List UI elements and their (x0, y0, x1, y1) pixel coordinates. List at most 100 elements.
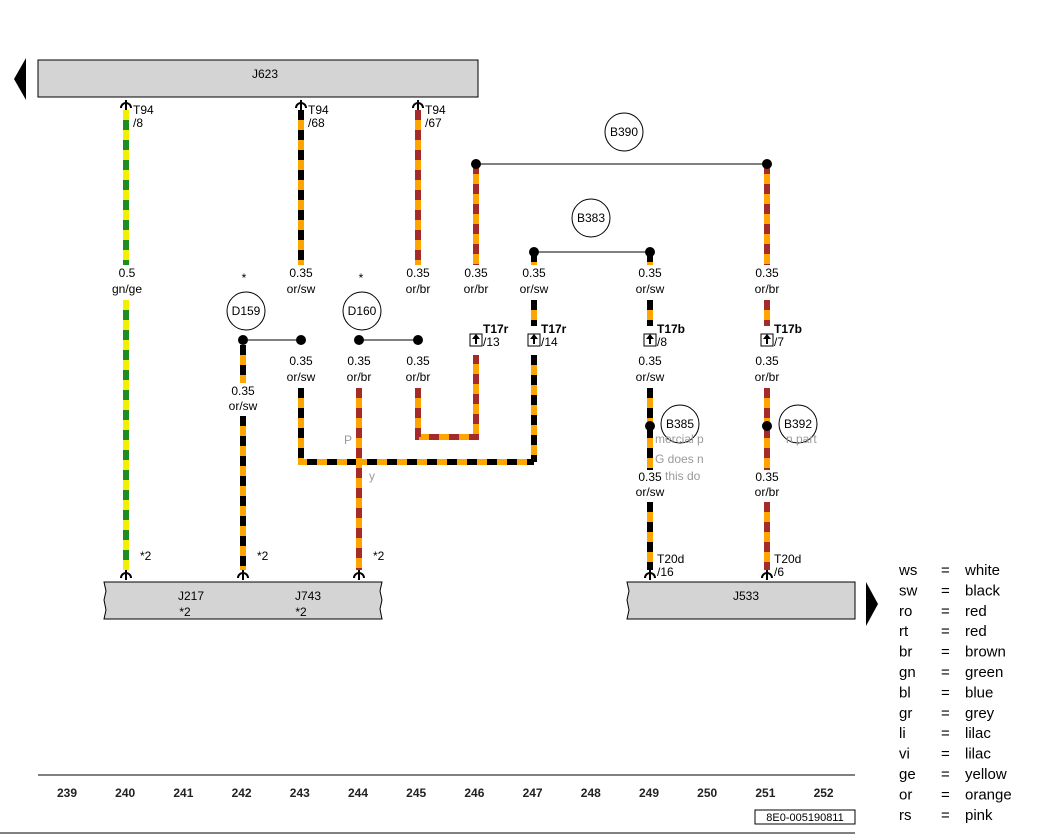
wire-246-pin: /13 (483, 335, 500, 349)
wire-246-color: or/br (464, 282, 489, 296)
splice-d159-label: D159 (232, 304, 261, 318)
wire-246-conn: T17r (483, 322, 509, 336)
wire-249-pin: /8 (657, 335, 667, 349)
node-b383-left (529, 247, 539, 257)
wire-245-size2: 0.35 (406, 354, 430, 368)
legend-color-name: grey (965, 705, 995, 722)
node-d159-right (296, 335, 306, 345)
watermark-text: this do (665, 469, 701, 483)
module-j533-label: J533 (733, 589, 759, 603)
legend-color-name: black (965, 582, 1001, 599)
doc-reference: 8E0-005190811 (754, 809, 856, 825)
inline-connector-icon (527, 333, 541, 347)
splice-b390-label: B390 (610, 125, 638, 139)
wire-249-size3: 0.35 (638, 470, 662, 484)
legend-color-name: lilac (965, 725, 991, 742)
wire-246-size: 0.35 (464, 266, 488, 280)
wire-245-color2: or/br (406, 370, 431, 384)
splice-b385-label: B385 (666, 417, 694, 431)
legend-equals: = (941, 562, 950, 579)
legend-color-name: blue (965, 684, 993, 701)
wire-245-conn: T94 (425, 103, 446, 117)
bus-lines (243, 163, 767, 341)
legend-code: ws (898, 562, 917, 579)
legend-code: bl (899, 684, 911, 701)
watermark-text: G does n (655, 452, 704, 466)
legend-equals: = (941, 644, 950, 661)
splice-d160-star: * (359, 271, 364, 285)
legend-equals: = (941, 786, 950, 803)
wire-240-size: 0.5 (119, 266, 136, 280)
splice-b383[interactable]: B383 (571, 198, 611, 238)
wire-251-size3: 0.35 (755, 470, 779, 484)
column-number: 239 (57, 786, 77, 800)
splice-b390[interactable]: B390 (604, 112, 644, 152)
legend-code: br (899, 644, 912, 661)
legend-code: ge (899, 766, 916, 783)
wire-251-color: or/br (755, 282, 780, 296)
splice-b383-label: B383 (577, 211, 605, 225)
legend-color-name: green (965, 664, 1003, 681)
wire-244-size: 0.35 (347, 354, 371, 368)
wire-244-color: or/br (347, 370, 372, 384)
module-j533: J533 (626, 581, 856, 620)
watermark-text: y (369, 469, 375, 483)
splice-b392[interactable]: B392 (778, 404, 818, 444)
legend-code: or (899, 786, 912, 803)
column-number: 240 (115, 786, 135, 800)
splice-b385[interactable]: B385 (660, 404, 700, 444)
wire-labels: T94 /8 0.5 gn/ge *2 T94 /68 0.35 or/sw 0… (112, 103, 802, 579)
pin-icon (644, 570, 656, 580)
wire-251-color2: or/br (755, 370, 780, 384)
legend-color-name: orange (965, 786, 1012, 803)
legend-equals: = (941, 603, 950, 620)
pin-icon (237, 570, 249, 580)
watermark: P y mercial p n part G does n this do (344, 432, 817, 483)
splice-d160[interactable]: D160 * (342, 271, 382, 331)
column-number: 247 (523, 786, 543, 800)
doc-reference-text: 8E0-005190811 (766, 812, 843, 824)
legend-color-name: red (965, 603, 987, 620)
watermark-text: P (344, 433, 352, 447)
pin-icon (120, 100, 132, 110)
pin-icon (295, 100, 307, 110)
wire-244-note: *2 (373, 549, 385, 563)
wire-249-size2: 0.35 (638, 354, 662, 368)
wire-249-conn2: T20d (657, 552, 684, 566)
continue-left-arrow[interactable] (14, 58, 26, 100)
column-number: 249 (639, 786, 659, 800)
wire-245-bottom[interactable] (415, 355, 479, 440)
legend-color-name: white (964, 562, 1000, 579)
module-j623: J623 (37, 59, 479, 98)
wire-240-conn: T94 (133, 103, 154, 117)
inline-connectors (469, 333, 774, 347)
wire-242-size: 0.35 (231, 384, 255, 398)
legend-equals: = (941, 746, 950, 763)
wire-247-pin: /14 (541, 335, 558, 349)
module-j743-label: J743 (295, 589, 321, 603)
node-d160-right (413, 335, 423, 345)
wire-249-color: or/sw (636, 282, 665, 296)
legend-equals: = (941, 705, 950, 722)
column-number: 252 (814, 786, 834, 800)
node-d159-left (238, 335, 248, 345)
splice-d159[interactable]: D159 * (226, 271, 266, 331)
column-number: 242 (232, 786, 252, 800)
continue-right-arrow[interactable] (866, 582, 878, 626)
wire-243-bottom[interactable] (298, 388, 534, 465)
inline-connector-icon (469, 333, 483, 347)
pin-icon (120, 570, 132, 580)
splice-nodes (238, 159, 772, 431)
column-number: 243 (290, 786, 310, 800)
legend-code: li (899, 725, 906, 742)
wire-247-conn: T17r (541, 322, 567, 336)
column-number: 241 (173, 786, 193, 800)
column-number: 250 (697, 786, 717, 800)
legend-equals: = (941, 582, 950, 599)
legend-equals: = (941, 766, 950, 783)
legend-code: ro (899, 603, 912, 620)
inline-connector-icon (643, 333, 657, 347)
wire-247-size: 0.35 (522, 266, 546, 280)
